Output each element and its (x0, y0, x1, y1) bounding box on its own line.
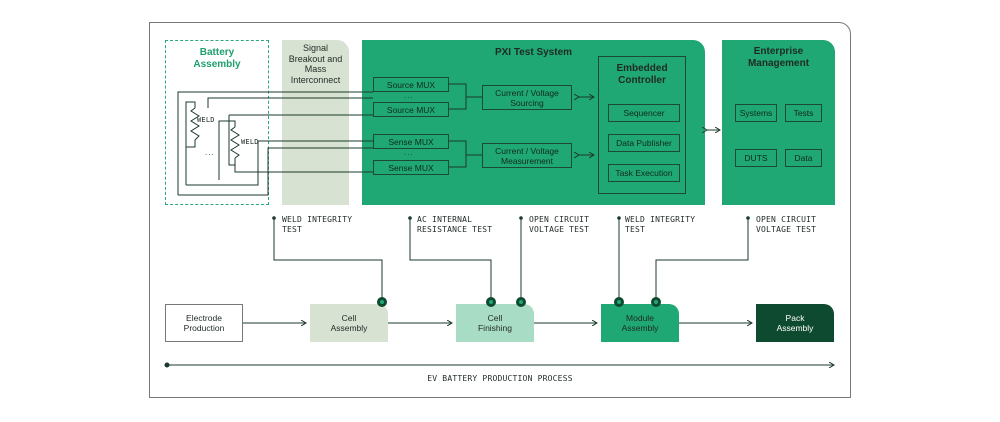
test-label-ocv-2: OPEN CIRCUIT VOLTAGE TEST (756, 215, 817, 234)
data-box: Data (785, 149, 822, 167)
test-label-ocv-1: OPEN CIRCUIT VOLTAGE TEST (529, 215, 590, 234)
weld-resistor-2 (230, 126, 240, 159)
process-pack-assembly: Pack Assembly (756, 304, 834, 342)
battery-assembly-panel: Battery Assembly (165, 40, 269, 205)
source-mux-ellipsis: ... (404, 91, 414, 100)
weld-label-1: WELD (197, 116, 215, 124)
current-voltage-measurement: Current / Voltage Measurement (482, 143, 572, 168)
process-caption: EV BATTERY PRODUCTION PROCESS (427, 374, 573, 383)
enterprise-management-panel: Enterprise Management (722, 40, 835, 205)
pxi-title: PXI Test System (494, 47, 573, 58)
embedded-controller-title: Embedded Controller (616, 63, 668, 86)
process-electrode-production: Electrode Production (165, 304, 243, 342)
signal-breakout-panel: Signal Breakout and Mass Interconnect (282, 40, 349, 205)
source-mux-2: Source MUX (373, 102, 449, 117)
weld-label-2: WELD (241, 138, 259, 146)
battery-assembly-title: Battery Assembly (193, 47, 241, 70)
pxi-test-system-panel: PXI Test System (362, 40, 705, 205)
sequencer-box: Sequencer (608, 104, 680, 122)
source-mux-1: Source MUX (373, 77, 449, 92)
process-cell-assembly: Cell Assembly (310, 304, 388, 342)
process-cell-finishing: Cell Finishing (456, 304, 534, 342)
test-label-weld-integrity-2: WELD INTEGRITY TEST (625, 215, 696, 234)
connector-weld-1 (273, 218, 383, 302)
data-publisher-box: Data Publisher (608, 134, 680, 152)
diagram-frame (149, 22, 851, 398)
signal-breakout-title: Signal Breakout and Mass Interconnect (288, 43, 343, 85)
connector-ocv-2 (655, 218, 749, 302)
battery-ellipsis: ... (205, 148, 215, 157)
systems-box: Systems (735, 104, 777, 122)
current-voltage-sourcing: Current / Voltage Sourcing (482, 85, 572, 110)
connector-ac (409, 218, 492, 302)
test-label-ac-resistance: AC INTERNAL RESISTANCE TEST (417, 215, 493, 234)
sense-mux-2: Sense MUX (373, 160, 449, 175)
enterprise-title: Enterprise Management (747, 46, 810, 69)
sense-mux-1: Sense MUX (373, 134, 449, 149)
task-execution-box: Task Execution (608, 164, 680, 182)
duts-box: DUTS (735, 149, 777, 167)
sense-mux-ellipsis: ... (404, 148, 414, 157)
tests-box: Tests (785, 104, 822, 122)
weld-resistor-1 (190, 107, 200, 141)
process-module-assembly: Module Assembly (601, 304, 679, 342)
embedded-controller: Embedded Controller (598, 56, 686, 194)
test-label-weld-integrity-1: WELD INTEGRITY TEST (282, 215, 353, 234)
battery-wire-1 (177, 91, 373, 195)
